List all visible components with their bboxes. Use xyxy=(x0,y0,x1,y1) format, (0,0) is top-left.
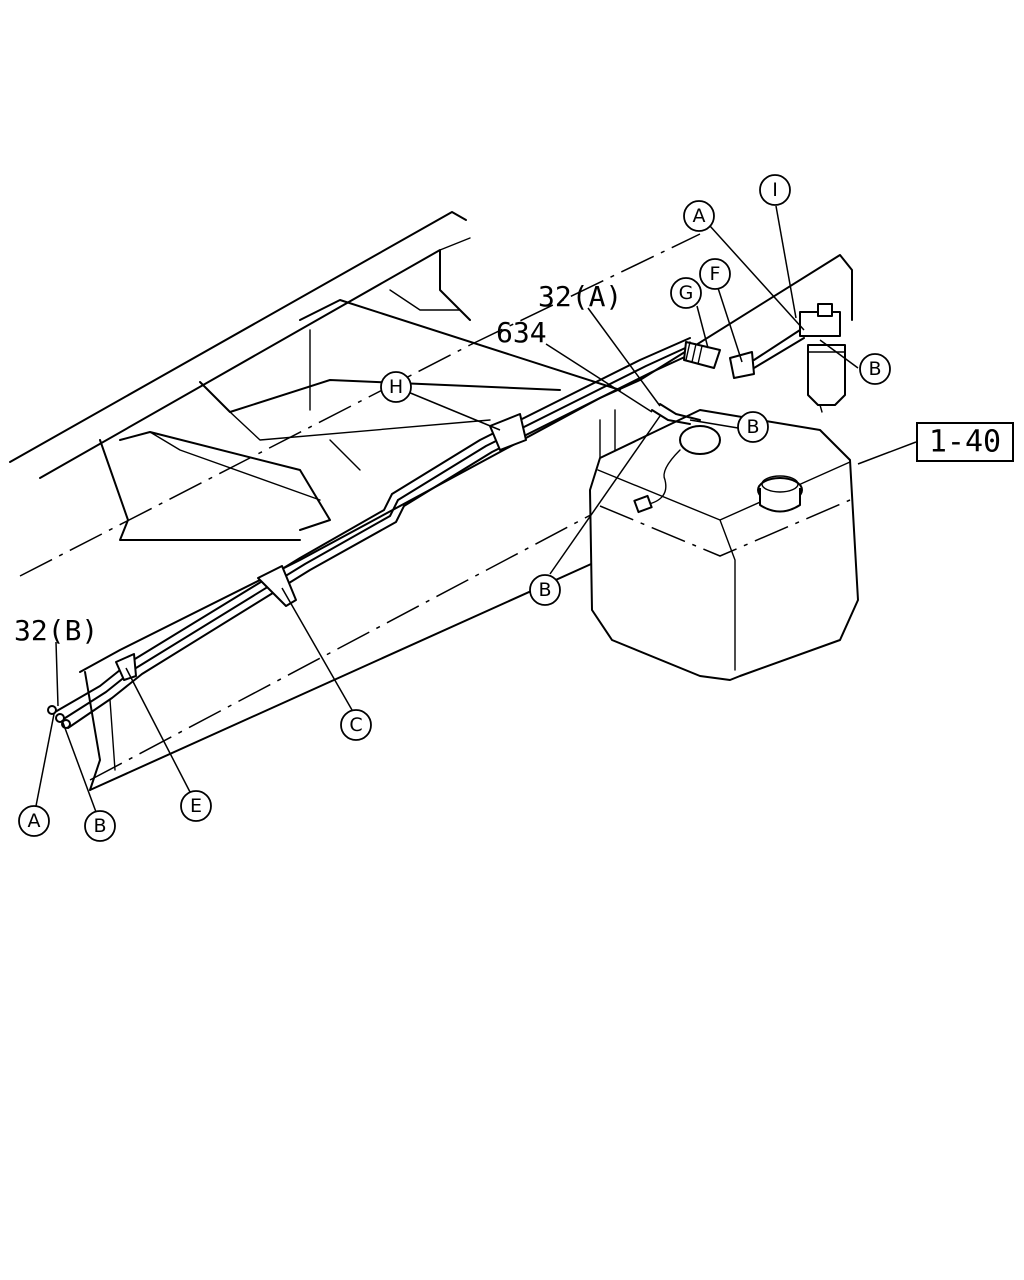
callout-e: E xyxy=(180,790,212,822)
callout-h: H xyxy=(380,371,412,403)
callout-i-top-label: I xyxy=(772,179,778,201)
callout-b-bottom-label: B xyxy=(93,815,106,837)
callout-c: C xyxy=(340,709,372,741)
callout-b-bottom: B xyxy=(84,810,116,842)
callout-a-bottom: A xyxy=(18,805,50,837)
callout-h-label: H xyxy=(389,376,403,398)
fuel-lines xyxy=(47,329,805,729)
clamp-h xyxy=(489,413,527,451)
reference-box: 1-40 xyxy=(916,422,1014,462)
fuel-tank xyxy=(589,409,859,681)
callout-i-top: I xyxy=(759,174,791,206)
callout-g: G xyxy=(670,277,702,309)
callout-f: F xyxy=(699,258,731,290)
callout-b-filter: B xyxy=(859,353,891,385)
leader-lines xyxy=(35,205,917,813)
callout-b-tank-left-label: B xyxy=(538,579,551,601)
callout-g-label: G xyxy=(679,282,694,304)
callout-b-tank-right: B xyxy=(737,411,769,443)
callout-a-top-label: A xyxy=(693,205,706,227)
callout-a-bottom-label: A xyxy=(28,810,41,832)
callout-a-top: A xyxy=(683,200,715,232)
callout-b-filter-label: B xyxy=(868,358,881,380)
callout-f-label: F xyxy=(710,263,721,285)
part-label-32a: 32(A) xyxy=(538,280,622,313)
callout-c-label: C xyxy=(349,714,362,736)
clamp-e xyxy=(115,653,137,681)
part-label-32b: 32(B) xyxy=(14,614,98,647)
reference-box-label: 1-40 xyxy=(929,425,1001,460)
fuel-filter xyxy=(799,303,846,413)
callout-b-tank-left: B xyxy=(529,574,561,606)
callout-b-tank-right-label: B xyxy=(746,416,759,438)
part-label-634: 634 xyxy=(496,316,547,349)
callout-e-label: E xyxy=(190,795,202,817)
